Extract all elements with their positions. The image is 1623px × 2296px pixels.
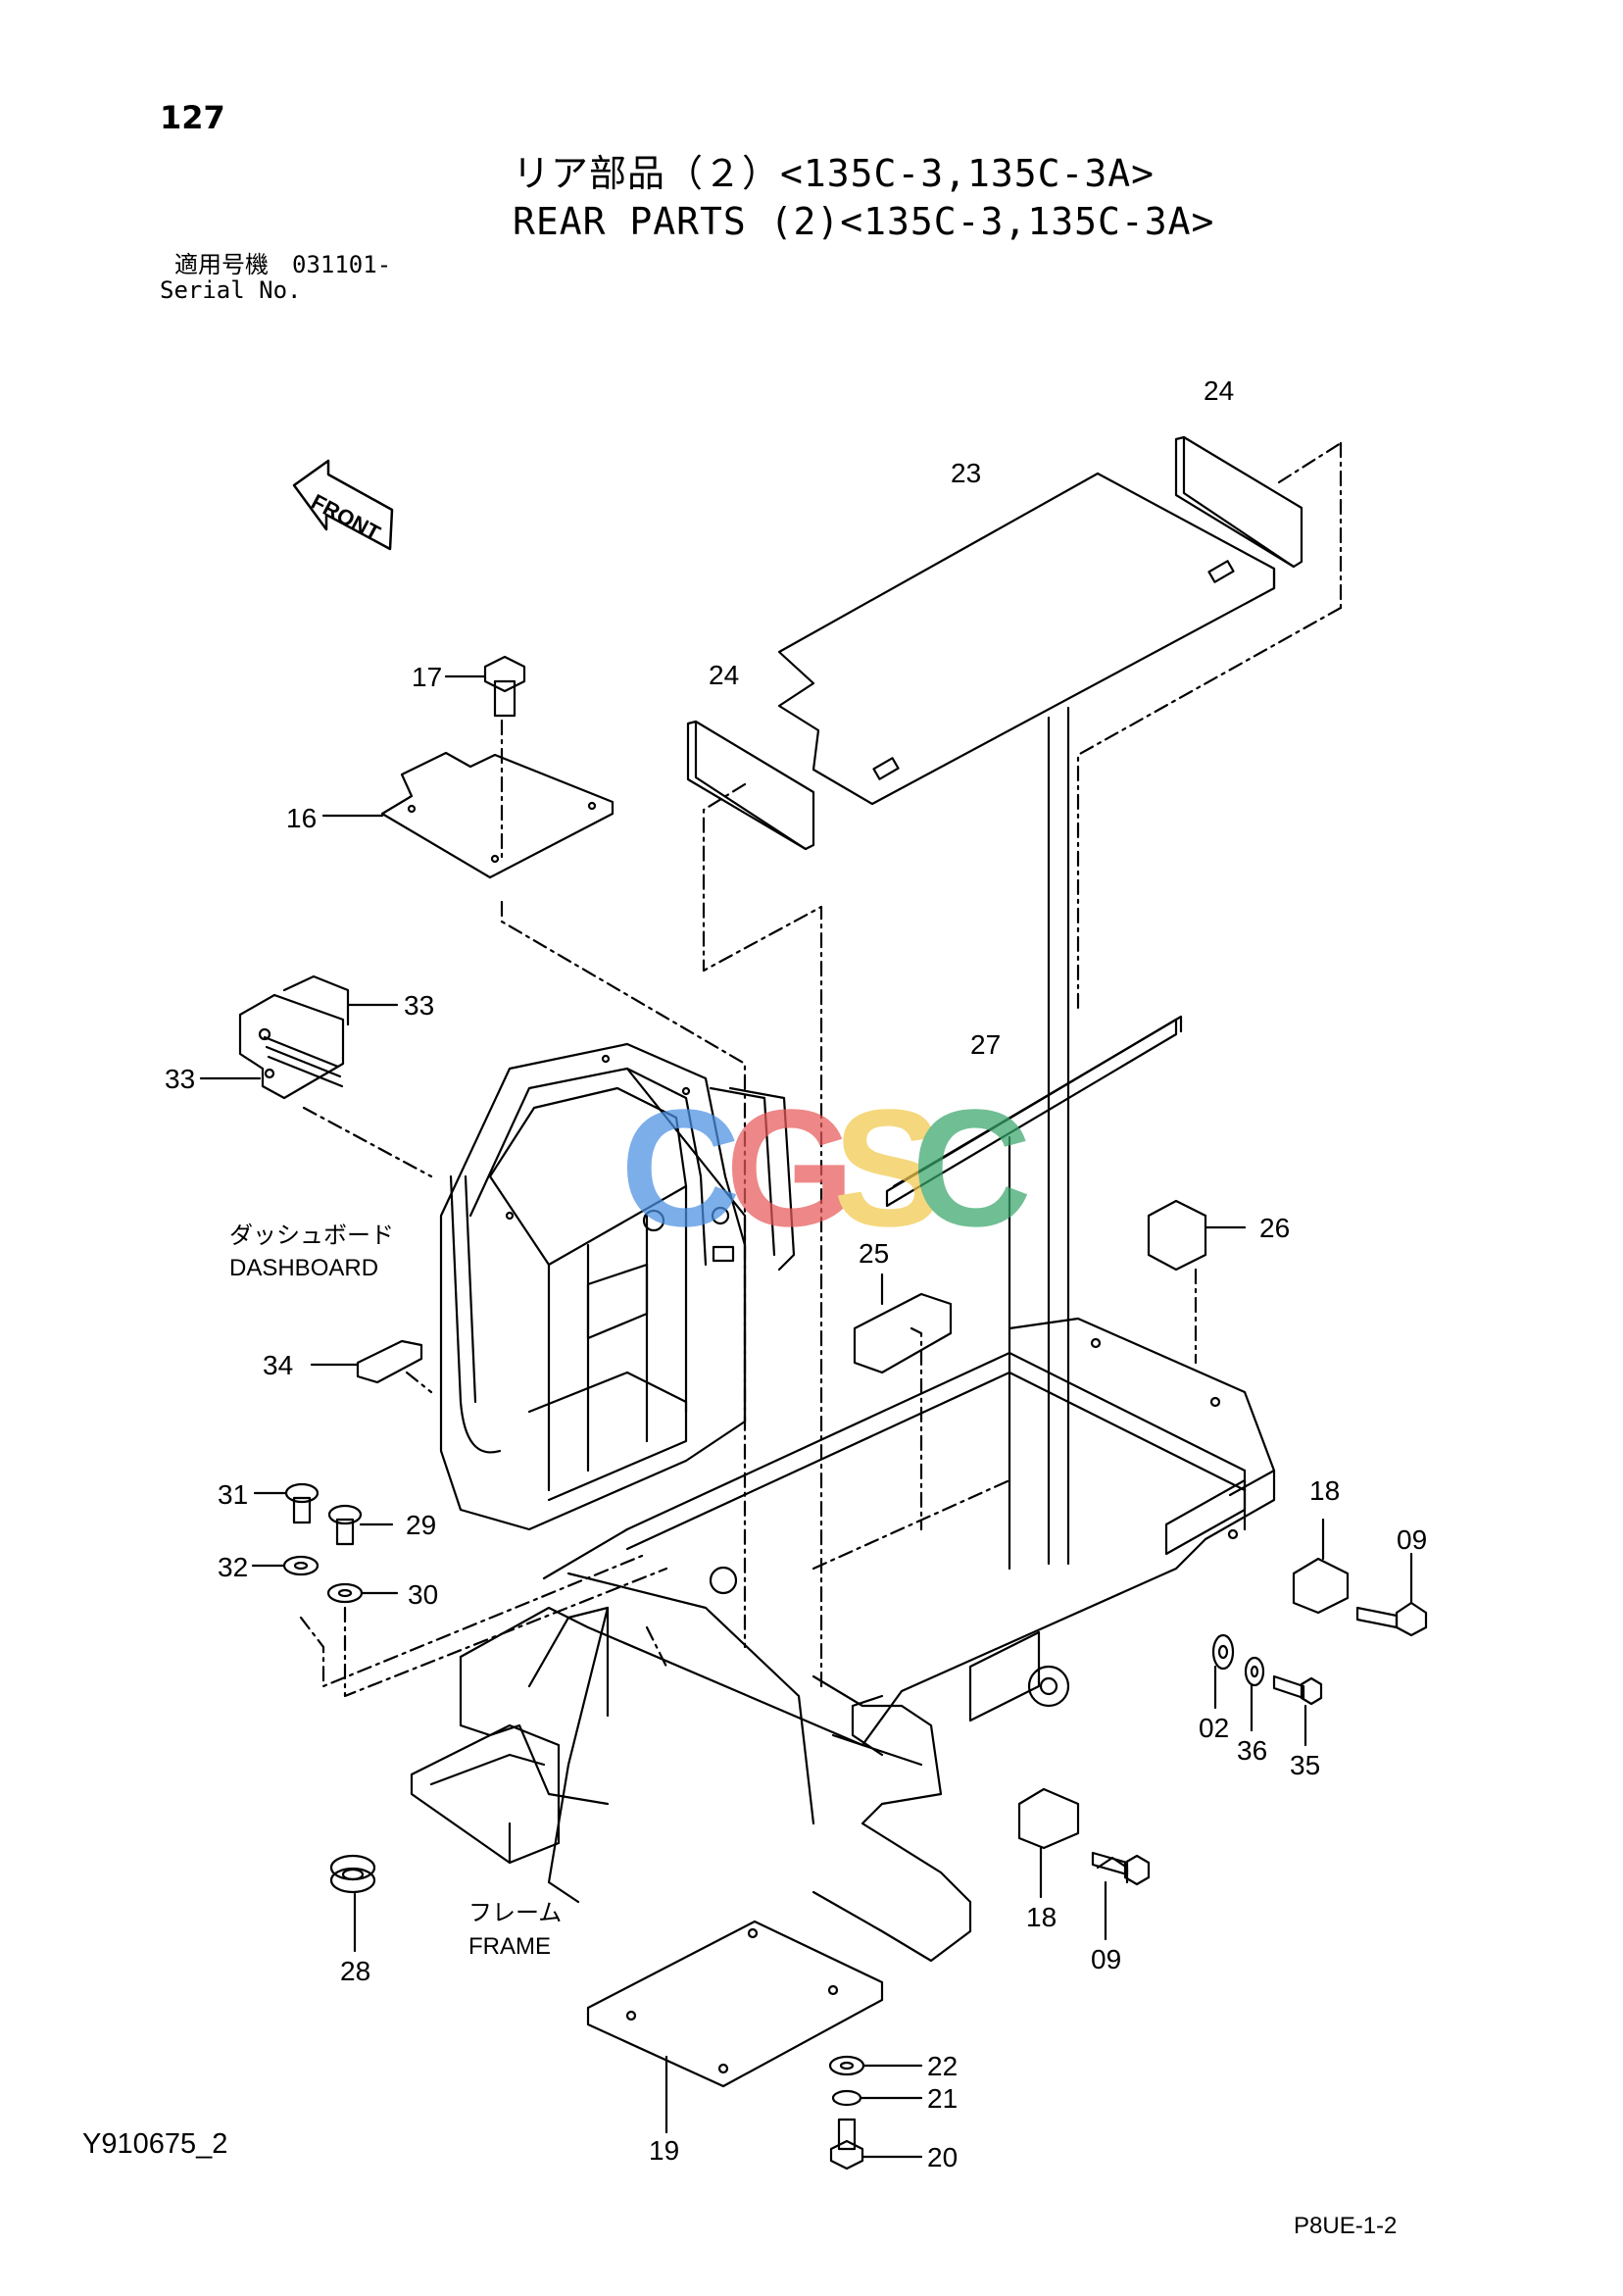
cgsc-watermark: C G S C: [620, 1075, 1032, 1262]
page-code: P8UE-1-2: [1294, 2213, 1398, 2239]
part-washer-22: [828, 2055, 923, 2076]
part-number-16: 16: [286, 803, 317, 833]
frame-label-english: FRAME: [468, 1933, 551, 1960]
part-bolt-09-lower: [1091, 1851, 1151, 1941]
part-number-18b: 18: [1026, 1902, 1057, 1932]
part-washer-36: [1244, 1656, 1265, 1732]
part-number-labels: 24 23 24 17 16 33 33 27 26 25 34 31 29 3…: [165, 375, 1427, 2172]
part-number-35: 35: [1290, 1750, 1320, 1780]
part-rubber-34: [310, 1339, 433, 1394]
page-title-english: REAR PARTS (2)<135C-3,135C-3A>: [513, 200, 1215, 243]
part-vent-grille-33: [199, 974, 433, 1178]
part-bolt-31: [253, 1482, 320, 1524]
part-number-17: 17: [412, 662, 442, 692]
part-number-02: 02: [1199, 1713, 1229, 1743]
part-number-09b: 09: [1091, 1944, 1121, 1974]
part-washer-21: [831, 2089, 923, 2107]
part-floor-plate-23: [777, 472, 1343, 1566]
part-number-33b: 33: [165, 1064, 195, 1094]
part-number-24a: 24: [1204, 375, 1234, 406]
part-number-31: 31: [218, 1479, 248, 1510]
part-number-27: 27: [970, 1029, 1001, 1060]
page-number: 127: [160, 99, 225, 136]
watermark-letter-g: G: [725, 1075, 855, 1262]
part-number-22: 22: [927, 2051, 958, 2081]
part-number-30: 30: [408, 1579, 438, 1610]
part-number-29: 29: [406, 1510, 436, 1540]
part-number-20: 20: [927, 2142, 958, 2172]
part-number-09a: 09: [1397, 1524, 1427, 1555]
part-number-34: 34: [263, 1350, 293, 1380]
part-washer-02: [1211, 1633, 1235, 1710]
page-title-japanese: リア部品（２）<135C-3,135C-3A>: [513, 152, 1156, 195]
part-bracket-18-right: [1292, 1518, 1350, 1615]
part-bolt-35: [1272, 1674, 1323, 1747]
part-bolt-20: [829, 2118, 923, 2171]
part-bolt-09-right: [1355, 1552, 1428, 1637]
part-number-24b: 24: [709, 660, 739, 690]
part-number-25: 25: [859, 1238, 889, 1269]
front-arrow-icon: FRONT: [292, 459, 394, 551]
part-number-19: 19: [649, 2135, 679, 2166]
watermark-letter-s: S: [833, 1075, 944, 1262]
watermark-letter-c1: C: [620, 1075, 741, 1262]
part-grommet-28: [329, 1854, 376, 1953]
part-bottom-plate-19: [586, 1920, 884, 2134]
part-number-21: 21: [927, 2083, 958, 2114]
part-bolt-17: [444, 655, 526, 718]
frame-assembly: [410, 1317, 1276, 1963]
frame-label-japanese: フレーム: [468, 1900, 563, 1926]
part-number-32: 32: [218, 1552, 248, 1582]
dashboard-label-english: DASHBOARD: [229, 1255, 379, 1281]
part-number-23: 23: [951, 458, 981, 488]
watermark-letter-c2: C: [911, 1075, 1032, 1262]
part-pad-24-upper: [1174, 435, 1343, 610]
part-bolt-29: [327, 1504, 394, 1546]
dashboard-label-japanese: ダッシュボード: [229, 1223, 394, 1249]
part-pad-24-left: [686, 720, 823, 1688]
part-bracket-18-lower: [1017, 1787, 1080, 1899]
drawing-id: Y910675_2: [82, 2128, 228, 2160]
part-washer-32: [251, 1552, 649, 1688]
part-washer-30: [326, 1567, 668, 1698]
serial-label-japanese: 適用号機 031101-: [174, 251, 392, 278]
part-number-36: 36: [1237, 1735, 1267, 1766]
part-pad-25: [853, 1273, 953, 1531]
part-number-18a: 18: [1309, 1475, 1340, 1506]
dashboard-assembly: [439, 1042, 796, 1531]
part-cover-plate-16: [321, 719, 747, 1649]
part-number-33a: 33: [404, 990, 434, 1021]
part-pad-26: [1147, 1199, 1247, 1365]
serial-label-english: Serial No.: [160, 276, 302, 304]
part-number-26: 26: [1259, 1213, 1290, 1243]
part-number-28: 28: [340, 1956, 370, 1986]
